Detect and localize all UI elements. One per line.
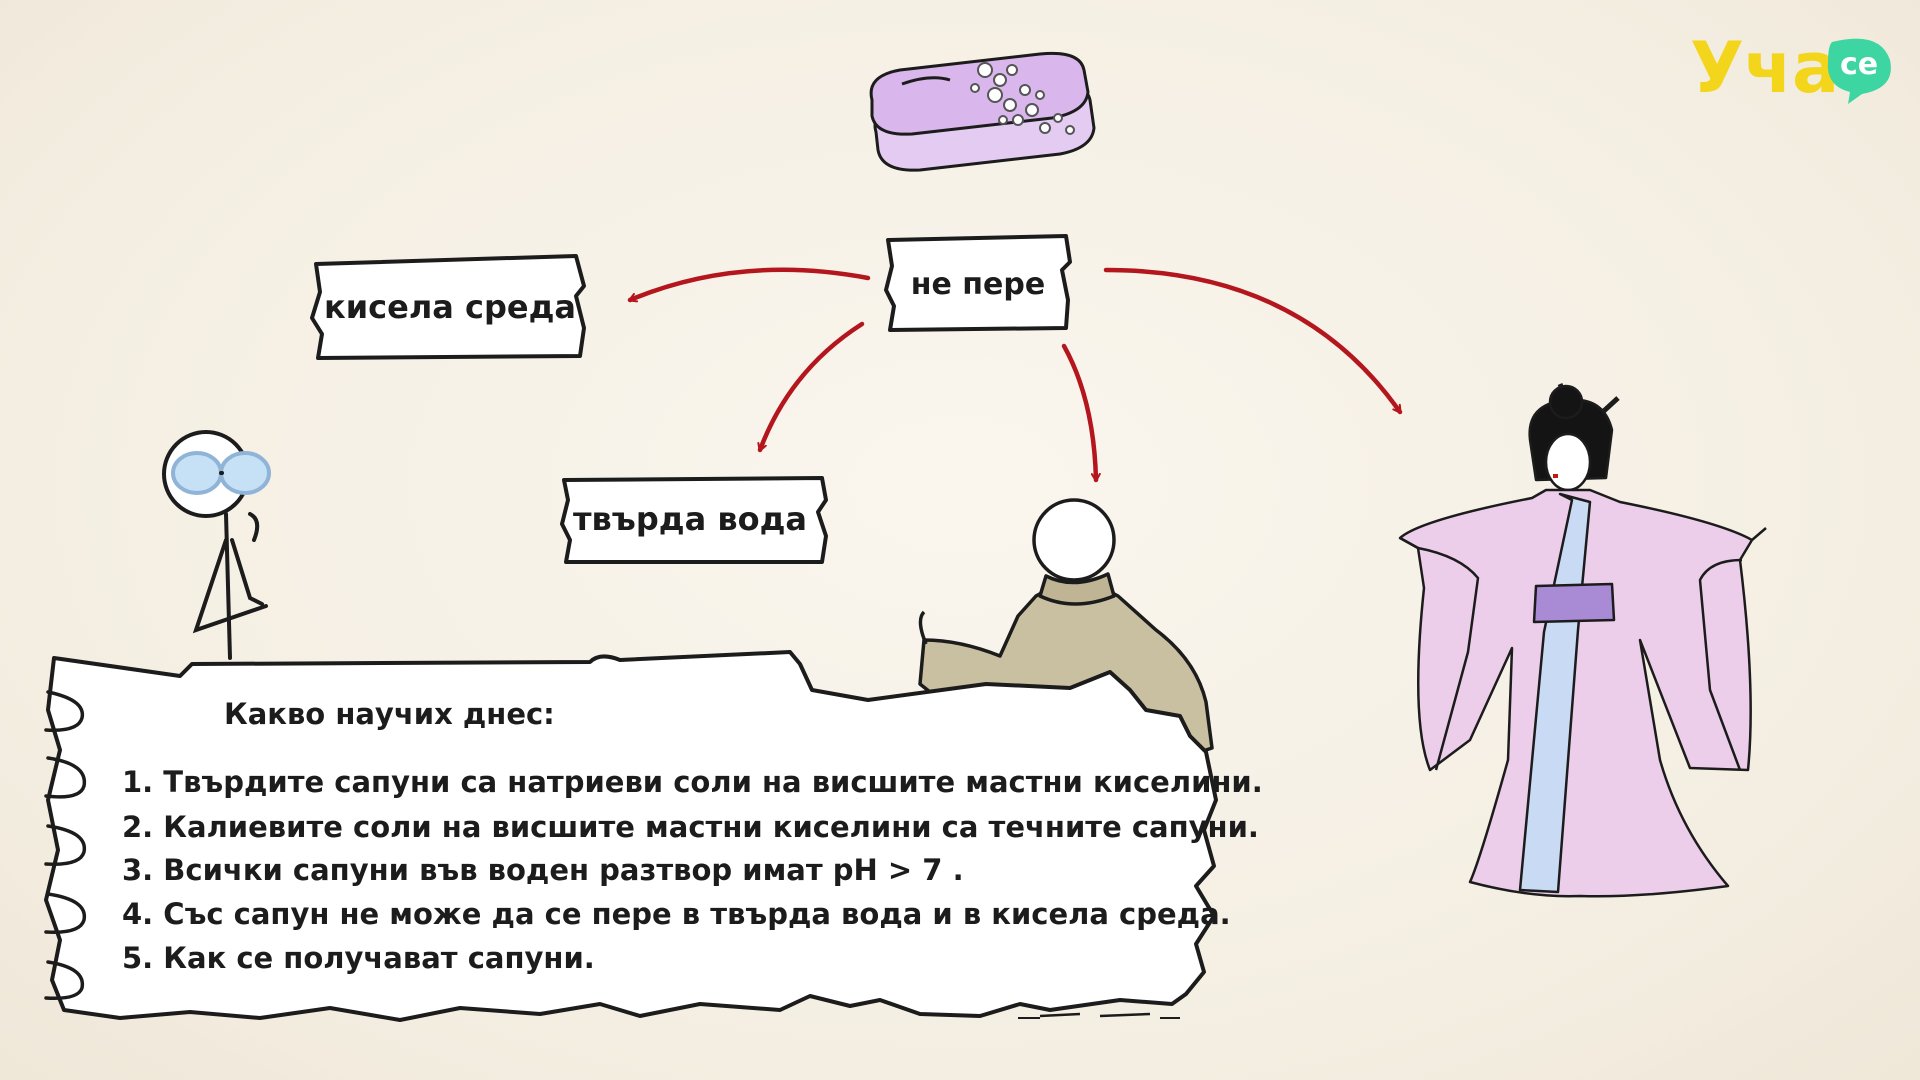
bottom-label: твърда вода (573, 500, 807, 538)
soap-bar-illustration (869, 51, 1096, 172)
arrow-to-hard-water (757, 321, 865, 453)
center-tag: не пере (884, 234, 1072, 332)
arrows (627, 267, 1403, 483)
left-label: кисела среда (324, 288, 576, 326)
note-item-1: 1. Твърдите сапуни са натриеви соли на в… (122, 765, 1263, 799)
note-item-2: 2. Калиевите соли на висшите мастни кисе… (122, 810, 1259, 844)
left-tag: кисела среда (310, 254, 586, 360)
summary-note: Какво научих днес: 1. Твърдите сапуни са… (44, 650, 1263, 1022)
brand-logo-badge (1827, 38, 1891, 105)
center-label: не пере (911, 267, 1045, 302)
bottom-tag: твърда вода (560, 476, 828, 564)
geisha-figure (1398, 382, 1767, 898)
brand-logo-text: Уча (1690, 27, 1839, 109)
brand-logo-badge-text: се (1840, 47, 1878, 82)
note-holes (44, 690, 87, 1001)
arrow-to-old-man (1061, 343, 1101, 483)
arrow-to-geisha (1103, 267, 1403, 415)
note-item-3: 3. Всички сапуни във воден разтвор имат … (122, 853, 964, 887)
note-item-4: 4. Със сапун не може да се пере в твърда… (122, 897, 1231, 931)
note-title: Какво научих днес: (224, 697, 555, 731)
arrow-to-acid (627, 267, 871, 303)
brand-logo: Уча се (1690, 27, 1891, 109)
student-figure (162, 430, 271, 660)
note-item-5: 5. Как се получават сапуни. (122, 941, 595, 975)
